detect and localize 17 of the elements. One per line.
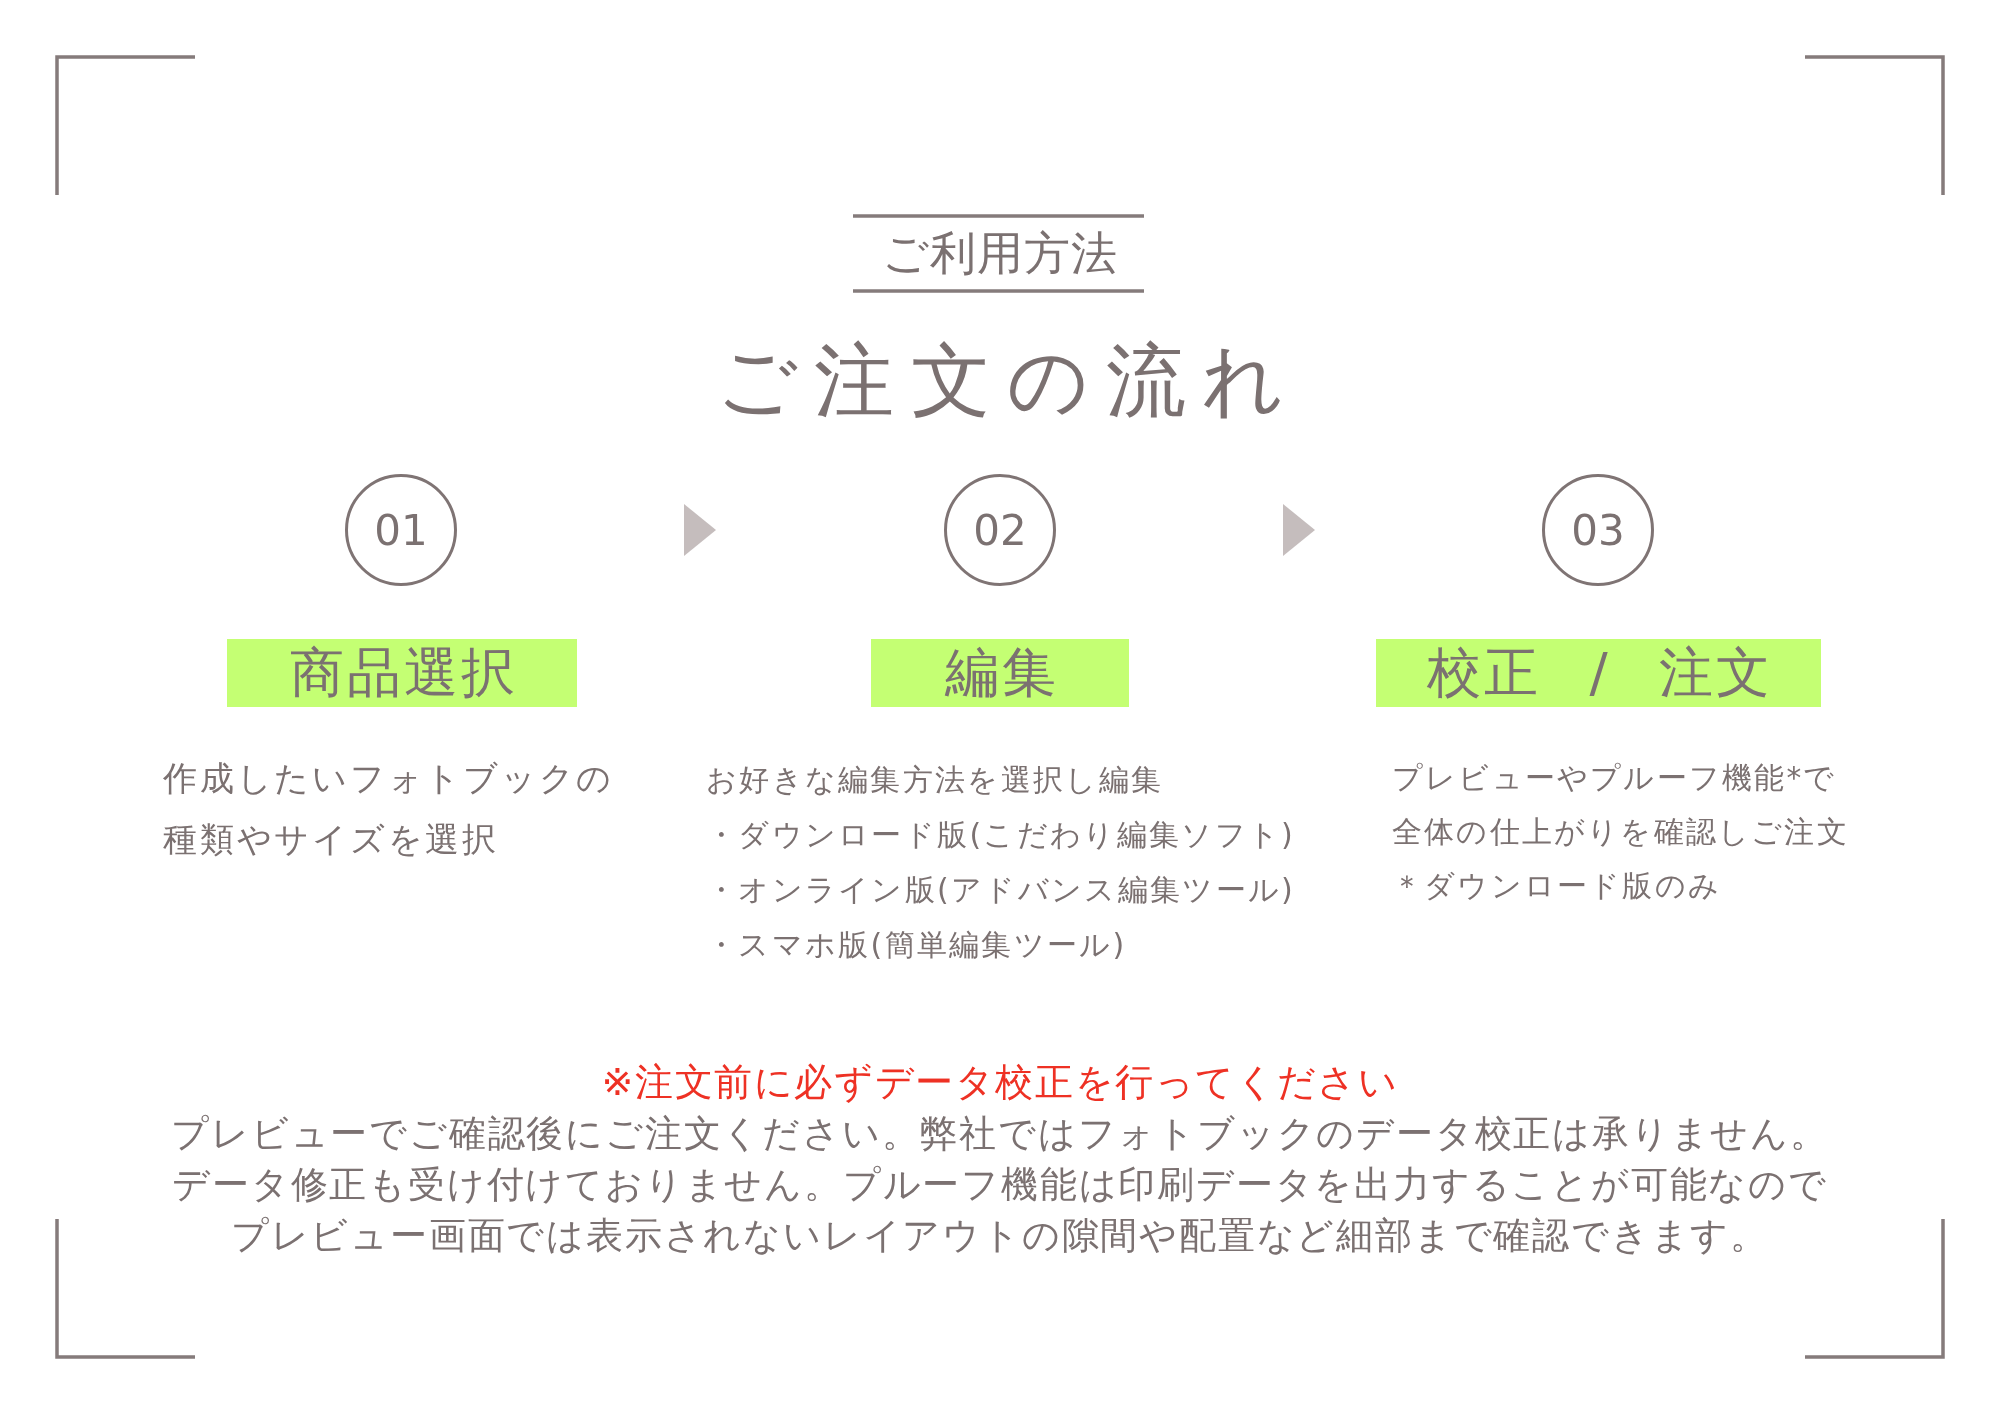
step-description: 作成したいフォトブックの種類やサイズを選択 [163, 757, 615, 861]
bullet-item: ・オンライン版(アドバンス編集ツール) [706, 871, 1296, 909]
step-title-band: 編集 [871, 639, 1129, 707]
footnote: ＊ダウンロード版のみ [1392, 868, 1721, 905]
step-description: プレビューやプルーフ機能*で全体の仕上がりを確認しご注文 [1392, 760, 1850, 851]
bullet-item: ・ダウンロード版(こだわり編集ソフト) [706, 816, 1296, 854]
page-title: ご注文の流れ [714, 334, 1301, 428]
step-number-circle: 01 [345, 474, 457, 586]
subheading: ご利用方法 [882, 225, 1118, 281]
step-title-band: 商品選択 [227, 639, 577, 707]
bullet-item: ・スマホ版(簡単編集ツール) [706, 926, 1127, 964]
step-description: お好きな編集方法を選択し編集 [706, 761, 1164, 799]
step-number-circle: 02 [944, 474, 1056, 586]
step-title-band: 校正 / 注文 [1376, 639, 1821, 707]
warning-text: ※注文前に必ずデータ校正を行ってください [601, 1059, 1399, 1106]
notice-paragraph: プレビューでご確認後にご注文ください。弊社ではフォトブックのデータ校正は承りません。データ修正も受け付けておりません。プルーフ機能は印刷データを出力することが可能なのでプレビュー画面では表示されないレイアウトの隙間や配置など細部まで確認できます。 [170, 1111, 1830, 1259]
step-number-circle: 03 [1542, 474, 1654, 586]
